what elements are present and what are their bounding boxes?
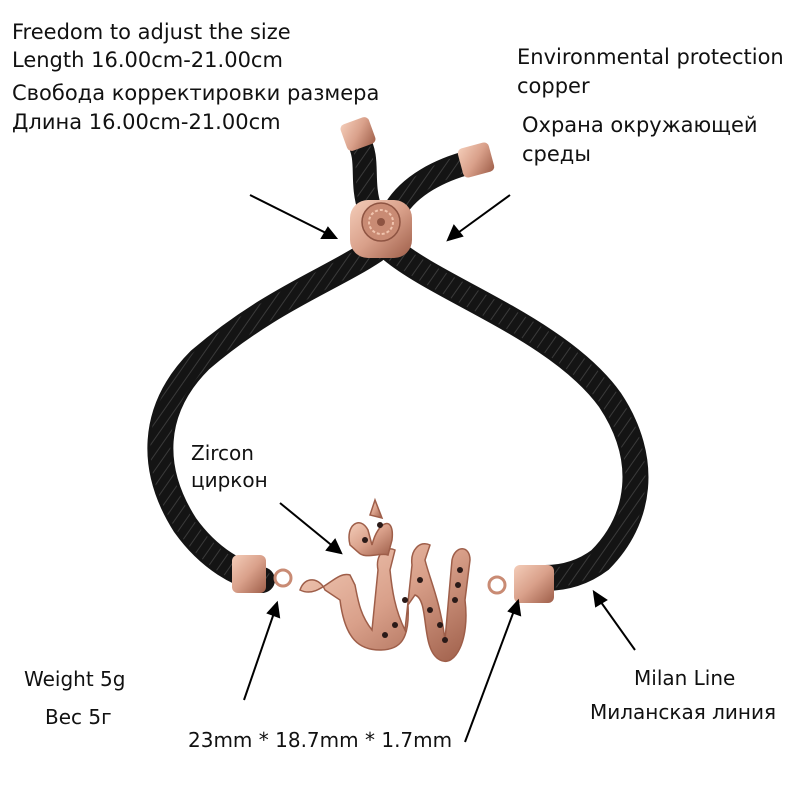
arrow-to-slider-right — [446, 194, 511, 242]
stone-ru: циркон — [191, 468, 268, 492]
material-en-line1: Environmental protection — [517, 45, 784, 69]
dimension-line-right — [464, 598, 522, 743]
connector-cap-left — [232, 555, 293, 593]
material-ru-line1: Охрана окружающей — [522, 113, 758, 137]
dimension-line-left — [243, 600, 281, 701]
weight-ru: Вес 5г — [45, 705, 112, 729]
material-ru-line2: среды — [522, 142, 591, 166]
size-length-ru: Длина 16.00cm-21.00cm — [12, 110, 281, 134]
arrow-to-cord — [592, 589, 636, 651]
slider-bead — [350, 200, 412, 258]
cord-en: Milan Line — [634, 666, 736, 690]
arrows — [243, 194, 636, 743]
size-title-ru: Свобода корректировки размера — [12, 81, 380, 105]
calligraphy-pendant — [299, 497, 471, 663]
zircon-stones — [362, 522, 463, 643]
size-length-en: Length 16.00cm-21.00cm — [12, 48, 283, 72]
cord-ru: Миланская линия — [590, 700, 776, 724]
size-title-en: Freedom to adjust the size — [12, 20, 291, 44]
end-cap-right — [457, 142, 495, 178]
dimensions-label: 23mm * 18.7mm * 1.7mm — [188, 728, 453, 752]
arrow-to-slider-left — [249, 194, 339, 239]
material-en-line2: copper — [517, 74, 590, 98]
end-cap-left — [340, 117, 376, 151]
stone-en: Zircon — [191, 441, 254, 465]
arrow-to-zircon — [279, 502, 343, 555]
connector-cap-right — [487, 565, 554, 603]
weight-en: Weight 5g — [24, 667, 126, 691]
